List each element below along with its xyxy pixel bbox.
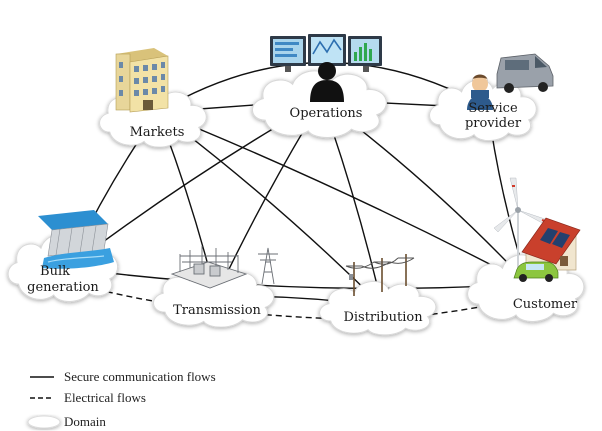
- bulk-generation-label-line1: Bulk: [40, 264, 70, 279]
- communication-link-markets-customer: [157, 111, 529, 285]
- legend-domain-label: Domain: [64, 414, 106, 429]
- legend-secure-label: Secure communication flows: [64, 369, 216, 384]
- transmission-label: Transmission: [173, 303, 261, 318]
- markets-label: Markets: [130, 125, 185, 140]
- customer-label: Customer: [513, 297, 578, 312]
- operations-monitors-icon: [270, 34, 382, 102]
- customer-home-icon: [493, 177, 581, 282]
- service-provider-label-line2: provider: [465, 116, 522, 131]
- legend: Secure communication flows Electrical fl…: [27, 369, 216, 429]
- bulk-generation-label-line2: generation: [27, 280, 99, 295]
- electrical-link-transmission-distribution: [215, 309, 383, 321]
- domain-operations: [251, 70, 388, 139]
- operations-label: Operations: [290, 106, 363, 121]
- service-provider-label-line1: Service: [468, 101, 518, 116]
- service-technician-icon: [467, 53, 554, 110]
- legend-electrical-label: Electrical flows: [64, 390, 146, 405]
- substation-icon: [170, 246, 278, 289]
- communication-link-bulk_generation-customer: [67, 267, 529, 290]
- legend-cloud-swatch: [27, 415, 61, 429]
- utility-poles-icon: [345, 254, 415, 296]
- domain-distribution: [319, 280, 437, 336]
- hydro-dam-icon: [38, 210, 114, 269]
- building-icon: [115, 48, 169, 113]
- distribution-label: Distribution: [343, 310, 423, 325]
